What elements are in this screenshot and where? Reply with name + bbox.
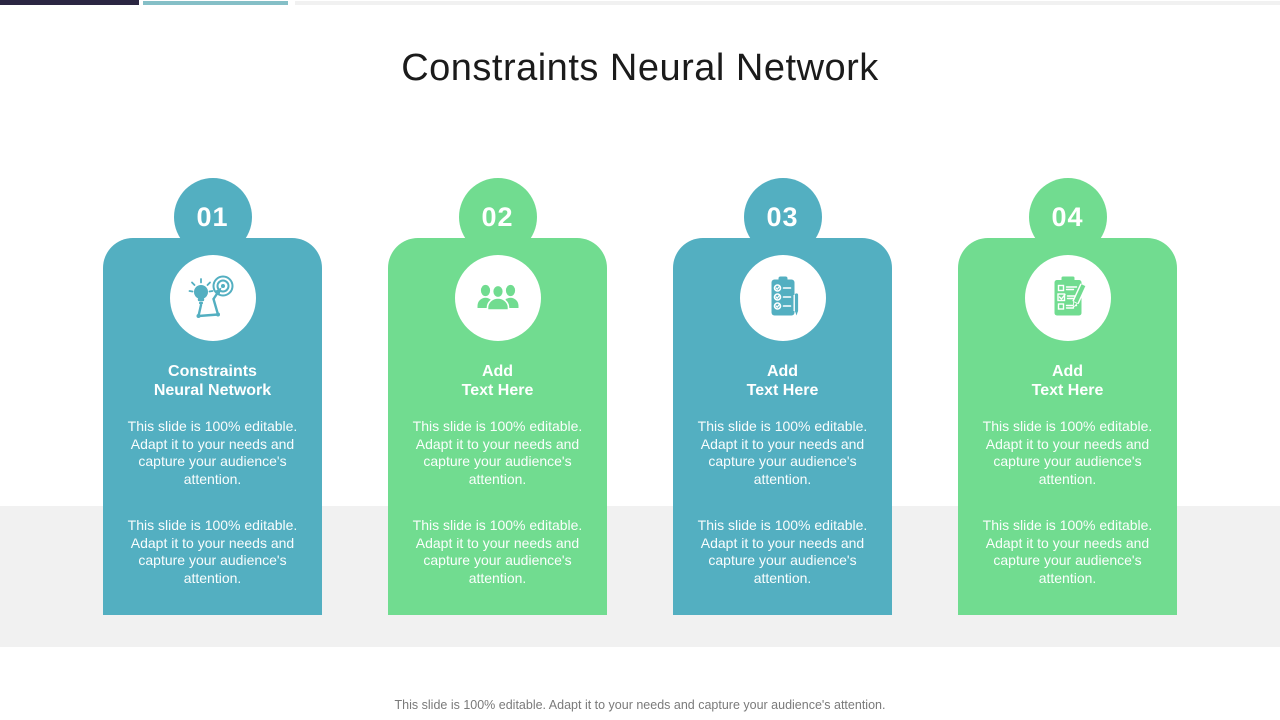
card-icon-circle [1024, 255, 1111, 341]
footer-note: This slide is 100% editable. Adapt it to… [394, 698, 886, 712]
checklist-pen-icon [771, 276, 799, 316]
card-icon-circle [739, 255, 826, 341]
card-body: This slide is 100% editable. Adapt it to… [412, 418, 583, 586]
card-icon-circle [169, 255, 256, 341]
card-icon-circle [454, 255, 541, 341]
topbar-segment-gray [295, 1, 1280, 5]
card-body: This slide is 100% editable. Adapt it to… [127, 418, 298, 586]
topbar-segment-dark [0, 0, 139, 5]
team-icon [477, 284, 518, 311]
slide-title: Constraints Neural Network [401, 47, 879, 90]
card-body: This slide is 100% editable. Adapt it to… [982, 418, 1153, 586]
card-body: This slide is 100% editable. Adapt it to… [697, 418, 868, 586]
checklist-pencil-icon [1054, 276, 1087, 316]
topbar-segment-teal [143, 1, 288, 5]
bulb-target-icon [188, 275, 233, 318]
